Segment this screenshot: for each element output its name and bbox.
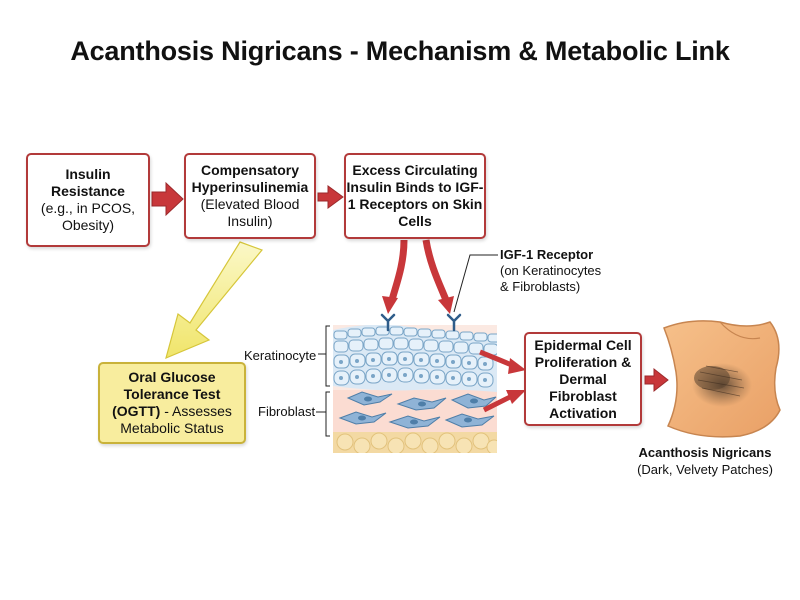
receptor-icon [380,313,462,332]
arrow-to-ogtt [165,241,264,360]
igf-leader-line [453,254,498,313]
arrow-tissue-to-proliferation [479,349,526,413]
insulin-resistance-detail: (e.g., in PCOS, Obesity) [40,200,136,233]
skin-tissue-icon [333,325,497,453]
proliferation-title: Epidermal Cell Proliferation & Dermal Fi… [534,336,632,421]
hyperinsulinemia-detail: (Elevated Blood Insulin) [200,196,300,229]
hyperinsulinemia-title: Compensatory Hyperinsulinemia [191,162,309,195]
keratinocyte-label: Keratinocyte [244,348,317,363]
igf-receptor-title: IGF-1 Receptor [500,247,594,262]
ogtt-box: Oral Glucose Tolerance Test (OGTT) - Ass… [98,362,246,444]
arrow-resistance-to-hyperinsulinemia [151,181,184,217]
page-title: Acanthosis Nigricans - Mechanism & Metab… [70,36,730,66]
arrow-hyperinsulinemia-to-binding [317,185,344,209]
ogtt-detail: - Assesses Metabolic Status [120,403,232,436]
layer-brackets [316,325,330,437]
excess-insulin-box: Excess Circulating Insulin Binds to IGF-… [344,153,486,239]
igf-receptor-label: IGF-1 Receptor (on Keratinocytes & Fibro… [500,247,610,295]
arrow-proliferation-to-outcome [644,367,669,393]
igf-receptor-detail: (on Keratinocytes & Fibroblasts) [500,263,602,294]
hyperinsulinemia-box: Compensatory Hyperinsulinemia (Elevated … [184,153,316,239]
outcome-title: Acanthosis Nigricans [638,445,772,460]
ogtt-title: Oral Glucose Tolerance Test (OGTT) [112,369,221,419]
insulin-resistance-box: Insulin Resistance (e.g., in PCOS, Obesi… [26,153,150,247]
insulin-resistance-title: Insulin Resistance [51,166,125,199]
excess-insulin-title: Excess Circulating Insulin Binds to IGF-… [346,162,484,229]
outcome-detail: (Dark, Velvety Patches) [637,462,773,477]
outcome-label: Acanthosis Nigricans (Dark, Velvety Patc… [620,444,790,478]
fibroblast-label: Fibroblast [258,404,316,419]
proliferation-box: Epidermal Cell Proliferation & Dermal Fi… [524,332,642,426]
neck-illustration-icon [663,320,781,438]
arrow-insulin-to-receptors [382,239,454,314]
